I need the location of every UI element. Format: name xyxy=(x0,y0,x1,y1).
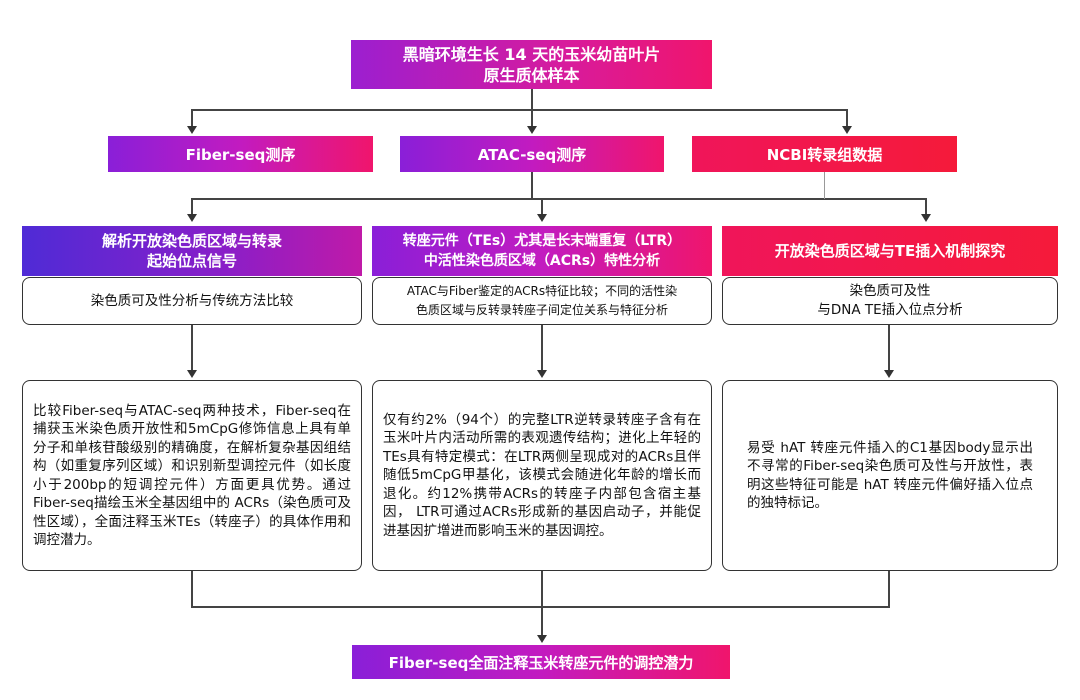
method-ncbi-transcriptome: NCBI转录组数据 xyxy=(692,136,957,172)
connector-line xyxy=(541,198,543,214)
arrow-icon xyxy=(884,370,894,378)
method-atac-seq: ATAC-seq测序 xyxy=(400,136,664,172)
arrow-icon xyxy=(187,214,197,222)
method-fiber-seq: Fiber-seq测序 xyxy=(108,136,373,172)
arrow-icon xyxy=(537,214,547,222)
column-subtitle-line2: 与DNA TE插入位点分析 xyxy=(817,302,963,318)
connector-line xyxy=(191,606,890,608)
connector-line xyxy=(191,325,193,370)
column-detail-text: 比较Fiber-seq与ATAC-seq两种技术，Fiber-seq在捕获玉米染… xyxy=(33,402,351,549)
column-subtitle-3: 染色质可及性 与DNA TE插入位点分析 xyxy=(722,277,1058,325)
column-subtitle-1: 染色质可及性分析与传统方法比较 xyxy=(22,277,362,325)
connector-line xyxy=(531,89,533,110)
sample-title-line2: 原生质体样本 xyxy=(483,65,580,85)
connector-line xyxy=(191,198,927,200)
arrow-icon xyxy=(187,370,197,378)
column-detail-3: 易受 hAT 转座元件插入的C1基因body显示出不寻常的Fiber-seq染色… xyxy=(722,380,1058,571)
arrow-icon xyxy=(527,126,537,134)
column-heading-3: 开放染色质区域与TE插入机制探究 xyxy=(722,226,1058,276)
column-detail-text: 易受 hAT 转座元件插入的C1基因body显示出不寻常的Fiber-seq染色… xyxy=(747,439,1033,512)
arrow-icon xyxy=(921,214,931,222)
sample-source-box: 黑暗环境生长 14 天的玉米幼苗叶片 原生质体样本 xyxy=(351,40,712,89)
column-subtitle-line1: 染色质可及性 xyxy=(849,283,931,299)
arrow-icon xyxy=(537,635,547,643)
column-subtitle-line1: ATAC与Fiber鉴定的ACRs特征比较；不同的活性染 xyxy=(406,284,678,298)
column-heading-line1: 开放染色质区域与TE插入机制探究 xyxy=(774,242,1006,260)
connector-line xyxy=(888,571,890,607)
column-heading-line2: 中活性染色质区域（ACRs）特性分析 xyxy=(423,253,661,269)
connector-line xyxy=(824,172,825,199)
arrow-icon xyxy=(842,126,852,134)
connector-line xyxy=(888,325,890,370)
arrow-icon xyxy=(537,370,547,378)
column-heading-line1: 转座元件（TEs）尤其是长末端重复（LTR） xyxy=(402,233,682,249)
connector-line xyxy=(531,109,533,126)
column-heading-line2: 起始位点信号 xyxy=(146,252,237,270)
method-label: Fiber-seq测序 xyxy=(185,145,296,164)
connector-line xyxy=(191,109,848,111)
conclusion-box: Fiber-seq全面注释玉米转座元件的调控潜力 xyxy=(352,645,730,679)
method-label: NCBI转录组数据 xyxy=(766,145,883,164)
sample-title-line1: 黑暗环境生长 14 天的玉米幼苗叶片 xyxy=(402,44,661,64)
column-heading-1: 解析开放染色质区域与转录 起始位点信号 xyxy=(22,226,362,276)
arrow-icon xyxy=(187,126,197,134)
connector-line xyxy=(541,325,543,370)
column-subtitle-line1: 染色质可及性分析与传统方法比较 xyxy=(90,292,294,309)
column-detail-1: 比较Fiber-seq与ATAC-seq两种技术，Fiber-seq在捕获玉米染… xyxy=(22,380,362,571)
column-subtitle-line2: 色质区域与反转录转座子间定位关系与特征分析 xyxy=(415,303,668,317)
connector-line xyxy=(846,109,848,126)
column-detail-text: 仅有约2%（94个）的完整LTR逆转录转座子含有在玉米叶片内活动所需的表观遗传结… xyxy=(383,411,701,539)
connector-line xyxy=(925,198,927,214)
column-heading-2: 转座元件（TEs）尤其是长末端重复（LTR） 中活性染色质区域（ACRs）特性分… xyxy=(372,226,712,276)
column-detail-2: 仅有约2%（94个）的完整LTR逆转录转座子含有在玉米叶片内活动所需的表观遗传结… xyxy=(372,380,712,571)
connector-line xyxy=(191,571,193,607)
conclusion-label: Fiber-seq全面注释玉米转座元件的调控潜力 xyxy=(388,653,694,672)
connector-line xyxy=(191,198,193,214)
connector-line xyxy=(541,571,543,635)
column-heading-line1: 解析开放染色质区域与转录 xyxy=(101,232,282,250)
column-subtitle-2: ATAC与Fiber鉴定的ACRs特征比较；不同的活性染 色质区域与反转录转座子… xyxy=(372,277,712,325)
connector-line xyxy=(531,172,533,199)
method-label: ATAC-seq测序 xyxy=(477,145,587,164)
connector-line xyxy=(191,109,193,126)
